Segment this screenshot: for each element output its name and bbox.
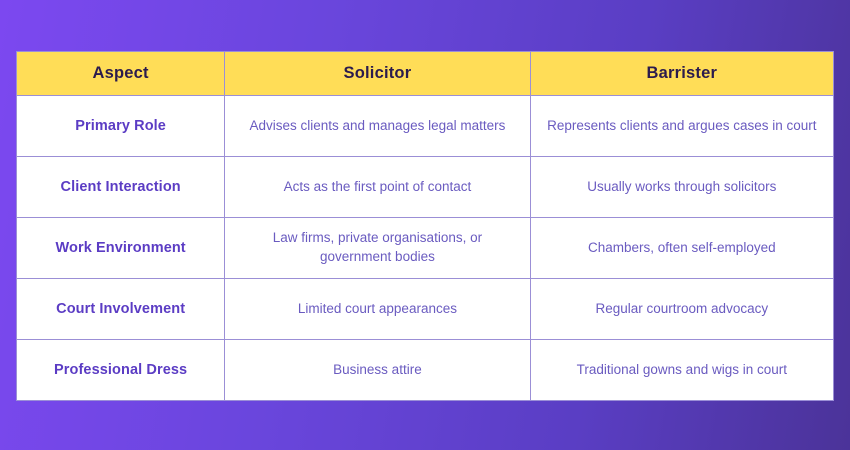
cell-solicitor: Acts as the first point of contact (224, 156, 531, 218)
comparison-table: Aspect Solicitor Barrister Primary Role … (15, 51, 835, 401)
cell-aspect: Client Interaction (15, 156, 226, 218)
table-row: Professional Dress Business attire Tradi… (15, 339, 835, 401)
cell-solicitor: Limited court appearances (224, 278, 531, 340)
cell-solicitor: Law firms, private organisations, or gov… (224, 217, 531, 279)
table-body: Primary Role Advises clients and manages… (15, 95, 835, 401)
table-row: Primary Role Advises clients and manages… (15, 95, 835, 157)
cell-barrister: Regular courtroom advocacy (529, 278, 835, 340)
cell-solicitor: Advises clients and manages legal matter… (224, 95, 531, 157)
cell-barrister: Represents clients and argues cases in c… (529, 95, 835, 157)
cell-aspect: Professional Dress (15, 339, 226, 401)
cell-solicitor: Business attire (224, 339, 531, 401)
column-header-aspect: Aspect (15, 51, 226, 96)
column-header-barrister: Barrister (529, 51, 835, 96)
cell-barrister: Traditional gowns and wigs in court (529, 339, 835, 401)
cell-barrister: Chambers, often self-employed (529, 217, 835, 279)
table-header: Aspect Solicitor Barrister (15, 51, 835, 96)
table-row: Work Environment Law firms, private orga… (15, 217, 835, 279)
cell-aspect: Primary Role (15, 95, 226, 157)
table-row: Client Interaction Acts as the first poi… (15, 156, 835, 218)
table-row: Court Involvement Limited court appearan… (15, 278, 835, 340)
comparison-table-container: Aspect Solicitor Barrister Primary Role … (15, 51, 835, 401)
column-header-solicitor: Solicitor (224, 51, 531, 96)
cell-barrister: Usually works through solicitors (529, 156, 835, 218)
cell-aspect: Court Involvement (15, 278, 226, 340)
table-header-row: Aspect Solicitor Barrister (15, 51, 835, 96)
cell-aspect: Work Environment (15, 217, 226, 279)
